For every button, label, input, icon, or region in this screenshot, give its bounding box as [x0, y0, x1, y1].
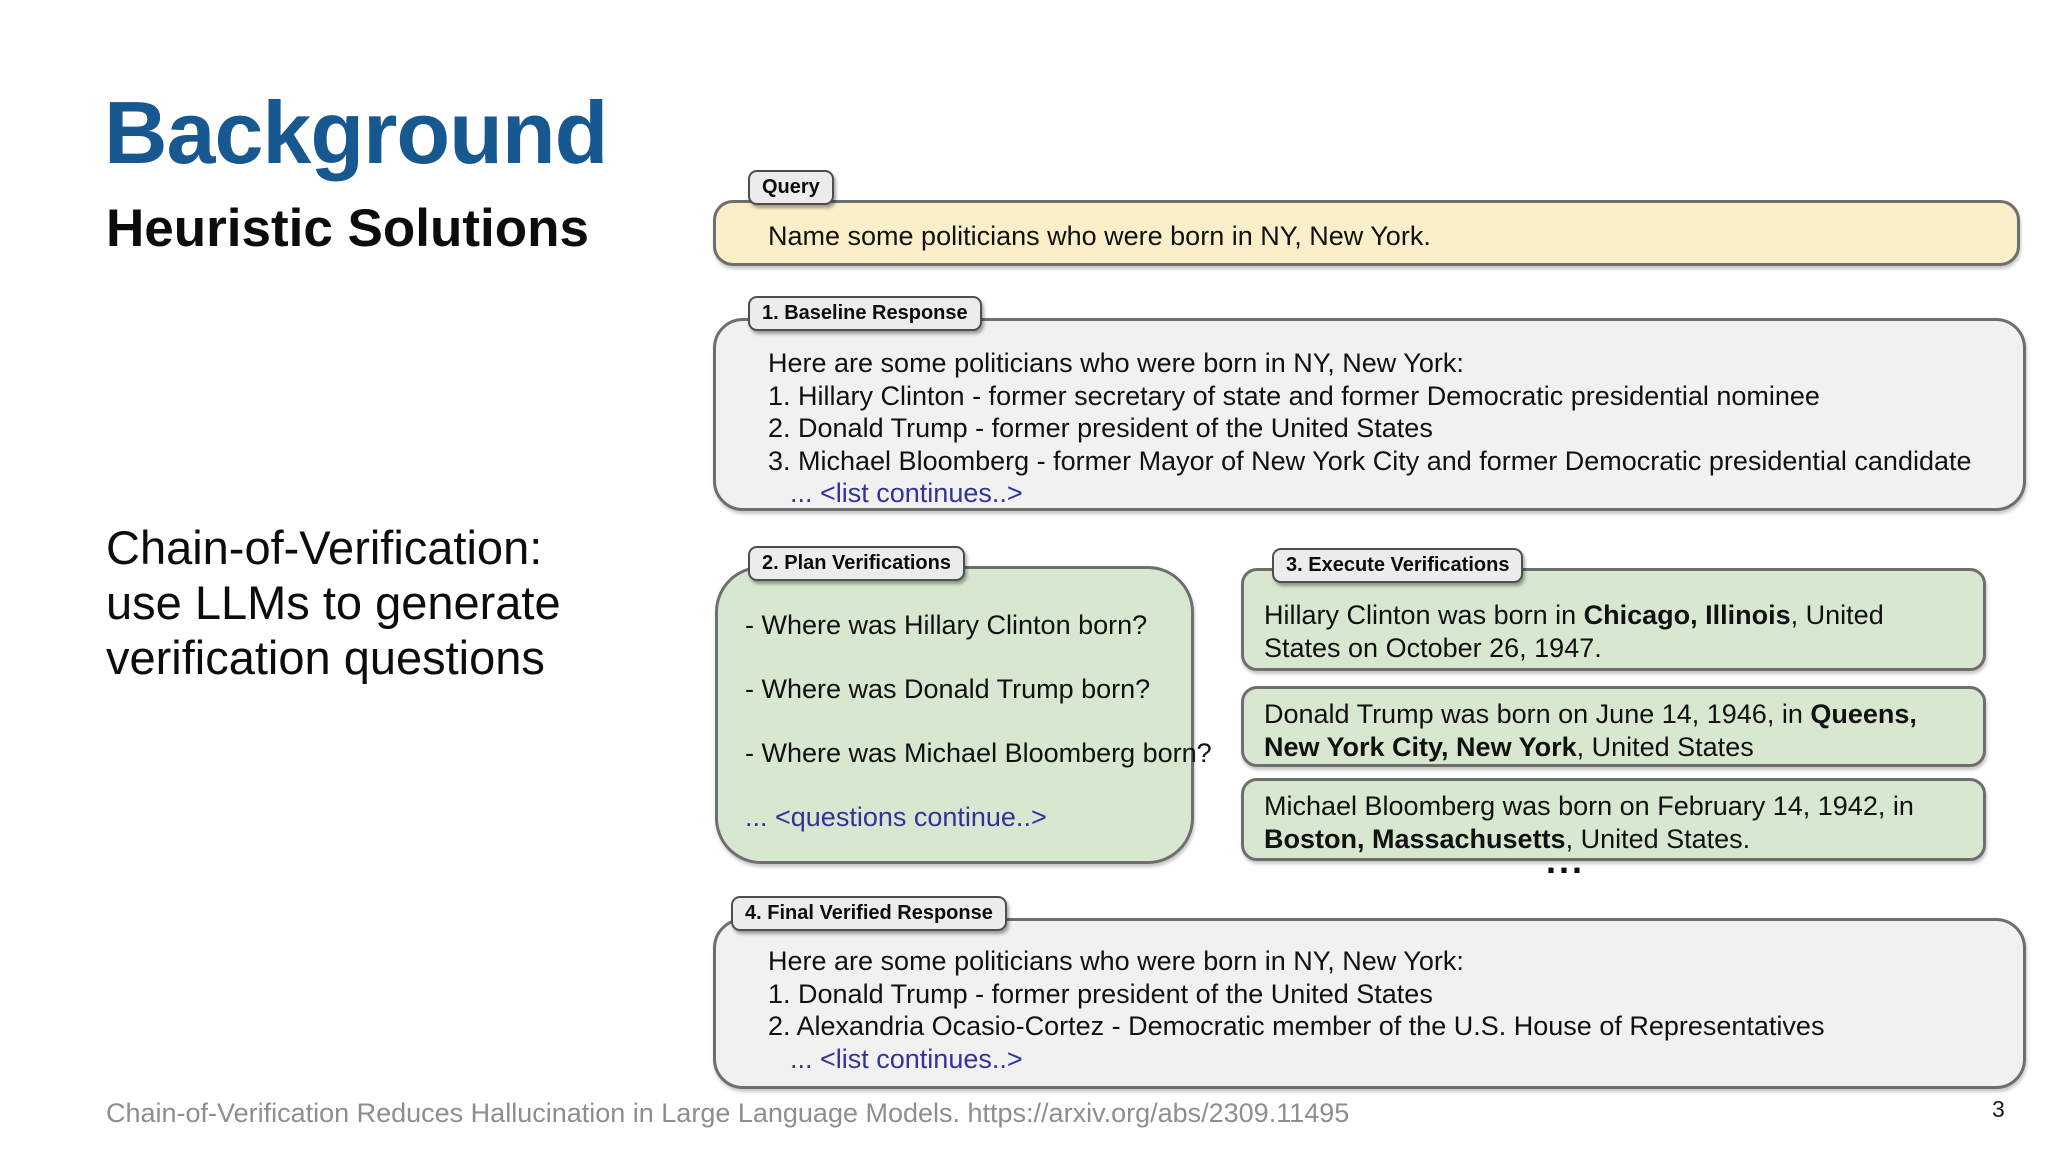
plan-verifications-label: 2. Plan Verifications [748, 546, 965, 581]
execute-result-box-2: Donald Trump was born on June 14, 1946, … [1241, 686, 1986, 767]
plan-questions: - Where was Hillary Clinton born? - Where… [745, 609, 1212, 769]
text-segment: Boston, Massachusetts [1264, 824, 1566, 854]
final-line: Here are some politicians who were born … [768, 946, 1464, 976]
questions-continue-text: ... <questions continue..> [745, 802, 1047, 832]
plan-verifications-box: - Where was Hillary Clinton born? - Where… [715, 566, 1212, 864]
citation-footer: Chain-of-Verification Reduces Hallucinat… [106, 1098, 1350, 1128]
list-continues-text: ... <list continues..> [790, 478, 1023, 508]
page-title: Background [104, 83, 608, 182]
plan-verifications-text: - Where was Hillary Clinton born? - Where… [745, 609, 1212, 833]
execute-verifications-label: 3. Execute Verifications [1272, 548, 1524, 583]
execute-result-text-1: Hillary Clinton was born in Chicago, Ill… [1264, 599, 1967, 665]
verification-question: - Where was Donald Trump born? [745, 674, 1151, 704]
final-response-label: 4. Final Verified Response [731, 896, 1007, 931]
final-response-text: Here are some politicians who were born … [768, 945, 1824, 1075]
execute-result-text-2: Donald Trump was born on June 14, 1946, … [1264, 698, 1967, 764]
page-number: 3 [1992, 1096, 2005, 1122]
final-lines: Here are some politicians who were born … [768, 945, 1824, 1043]
query-text: Name some politicians who were born in N… [768, 221, 1431, 251]
text-segment: Michael Bloomberg was born on February 1… [1264, 791, 1914, 821]
execute-result-box-1: Hillary Clinton was born in Chicago, Ill… [1241, 568, 1986, 671]
baseline-line: Here are some politicians who were born … [768, 348, 1464, 378]
page-subtitle: Heuristic Solutions [106, 199, 589, 258]
text-segment: , United States [1576, 732, 1754, 762]
text-segment: , United States. [1565, 824, 1751, 854]
final-response-box: Here are some politicians who were born … [713, 918, 2026, 1089]
final-list-continues-text: ... <list continues..> [790, 1043, 1023, 1074]
final-line: 1. Donald Trump - former president of th… [768, 978, 1433, 1009]
verification-question: - Where was Hillary Clinton born? [745, 610, 1148, 640]
verification-question: - Where was Michael Bloomberg born? [745, 738, 1212, 768]
baseline-line: 2. Donald Trump - former president of th… [768, 413, 1433, 443]
query-box: Name some politicians who were born in N… [713, 200, 2020, 266]
more-results-ellipsis: ... [1546, 840, 1586, 881]
text-segment: Hillary Clinton was born in [1264, 600, 1584, 630]
note-line: Chain-of-Verification: [106, 521, 543, 574]
final-line: 2. Alexandria Ocasio-Cortez - Democratic… [768, 1011, 1825, 1041]
text-segment: Queens, New York City, New York [1264, 699, 1917, 762]
query-label: Query [748, 170, 834, 205]
note-text: Chain-of-Verification:use LLMs to genera… [106, 520, 561, 685]
baseline-lines: Here are some politicians who were born … [768, 347, 1972, 477]
text-segment: Donald Trump was born on June 14, 1946, … [1264, 699, 1811, 729]
baseline-response-box: Here are some politicians who were born … [713, 318, 2026, 511]
baseline-line: 1. Hillary Clinton - former secretary of… [768, 380, 1820, 411]
execute-result-box-3: Michael Bloomberg was born on February 1… [1241, 778, 1986, 861]
baseline-response-text: Here are some politicians who were born … [768, 347, 1972, 510]
note-line: verification questions [106, 631, 545, 684]
execute-result-text-3: Michael Bloomberg was born on February 1… [1264, 790, 1967, 856]
note-line: use LLMs to generate [106, 576, 561, 629]
baseline-response-label: 1. Baseline Response [748, 296, 982, 331]
baseline-line: 3. Michael Bloomberg - former Mayor of N… [768, 445, 1972, 476]
text-segment: Chicago, Illinois [1583, 600, 1791, 630]
text-segment: , United States on October 26, 1947. [1264, 600, 1884, 663]
